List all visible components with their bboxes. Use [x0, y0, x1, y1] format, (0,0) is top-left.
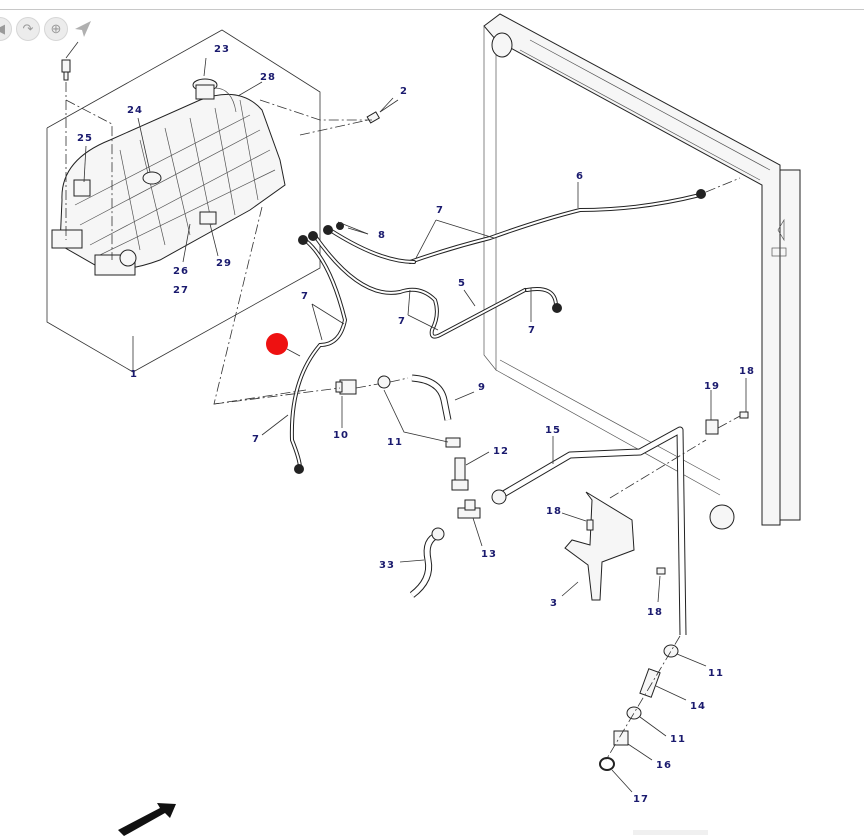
bolt-18-radiator[interactable]: [739, 411, 749, 419]
pan-button[interactable]: ⊕: [44, 17, 68, 41]
leader-lines: [83, 57, 747, 793]
callouts: 1 2 3 5 6 7 7 7 7 7 8 9 10 11 11 11 12 1…: [77, 44, 755, 805]
callout-13[interactable]: 13: [481, 549, 497, 560]
callout-9[interactable]: 9: [478, 382, 486, 393]
callout-3[interactable]: 3: [550, 598, 558, 609]
bolt-2[interactable]: [366, 111, 381, 124]
callout-28[interactable]: 28: [260, 72, 276, 83]
callout-29[interactable]: 29: [216, 258, 232, 269]
hose-6[interactable]: [408, 189, 706, 264]
fitting-12[interactable]: [451, 457, 469, 491]
direction-arrow-icon: [118, 803, 176, 836]
callout-18[interactable]: 18: [647, 607, 663, 618]
cap-24[interactable]: [142, 171, 162, 185]
top-divider: [0, 9, 864, 10]
callout-25[interactable]: 25: [77, 133, 93, 144]
callout-1[interactable]: 1: [130, 369, 138, 380]
callout-18[interactable]: 18: [739, 366, 755, 377]
hose-assembly-7[interactable]: [289, 222, 562, 474]
callout-26[interactable]: 26: [173, 266, 189, 277]
back-arrow-icon: ◀: [0, 21, 5, 37]
callout-18[interactable]: 18: [546, 506, 562, 517]
callout-7[interactable]: 7: [436, 205, 444, 216]
plug-25[interactable]: [73, 179, 91, 197]
sensor-29[interactable]: [199, 211, 217, 225]
clip-19[interactable]: [705, 419, 719, 435]
fitting-16[interactable]: [613, 730, 629, 746]
tank-assembly-frame: [46, 29, 321, 373]
hose-14[interactable]: [639, 668, 661, 698]
cap-23[interactable]: [192, 78, 218, 100]
clamp-11-bottom[interactable]: [626, 706, 642, 720]
callout-7[interactable]: 7: [528, 325, 536, 336]
clamp-11-lower[interactable]: [445, 437, 461, 448]
viewer-toolbar: ◀ ↷ ⊕: [0, 17, 94, 41]
callout-8[interactable]: 8: [378, 230, 386, 241]
pointer-arrow-icon: [75, 21, 91, 37]
callout-2[interactable]: 2: [400, 86, 408, 97]
callout-16[interactable]: 16: [656, 760, 672, 771]
bolt-top-left[interactable]: [61, 59, 71, 81]
faint-footer-text: [633, 830, 708, 835]
hose-9[interactable]: [411, 374, 452, 421]
expansion-tank[interactable]: [51, 93, 286, 276]
callout-17[interactable]: 17: [633, 794, 649, 805]
callout-5[interactable]: 5: [458, 278, 466, 289]
callout-7[interactable]: 7: [301, 291, 309, 302]
callout-6[interactable]: 6: [576, 171, 584, 182]
redo-arrow-icon: ↷: [22, 21, 34, 36]
callout-12[interactable]: 12: [493, 446, 509, 457]
hose-28[interactable]: [214, 87, 237, 113]
pipe-33[interactable]: [409, 527, 445, 598]
callout-7[interactable]: 7: [252, 434, 260, 445]
radiator[interactable]: [483, 13, 801, 530]
highlight-marker[interactable]: [266, 333, 288, 355]
bolt-18-bracket[interactable]: [586, 519, 594, 531]
fitting-10[interactable]: [335, 379, 357, 395]
select-button[interactable]: [72, 18, 94, 40]
callout-23[interactable]: 23: [214, 44, 230, 55]
callout-24[interactable]: 24: [127, 105, 143, 116]
callout-10[interactable]: 10: [333, 430, 349, 441]
oring-17[interactable]: [599, 757, 615, 771]
callout-7[interactable]: 7: [398, 316, 406, 327]
clamp-11-upper[interactable]: [377, 375, 391, 389]
callout-14[interactable]: 14: [690, 701, 706, 712]
tee-13[interactable]: [457, 499, 481, 519]
callout-27[interactable]: 27: [173, 285, 189, 296]
clamp-11-pipe[interactable]: [663, 644, 679, 658]
redo-button[interactable]: ↷: [16, 17, 40, 41]
callout-15[interactable]: 15: [545, 425, 561, 436]
callout-11[interactable]: 11: [708, 668, 724, 679]
pipe-15[interactable]: [491, 426, 687, 636]
bracket-3[interactable]: [564, 491, 635, 601]
callout-33[interactable]: 33: [379, 560, 395, 571]
callout-11[interactable]: 11: [670, 734, 686, 745]
callout-11[interactable]: 11: [387, 437, 403, 448]
crosshair-icon: ⊕: [50, 21, 62, 36]
callout-19[interactable]: 19: [704, 381, 720, 392]
bolt-18-lower[interactable]: [656, 567, 666, 575]
